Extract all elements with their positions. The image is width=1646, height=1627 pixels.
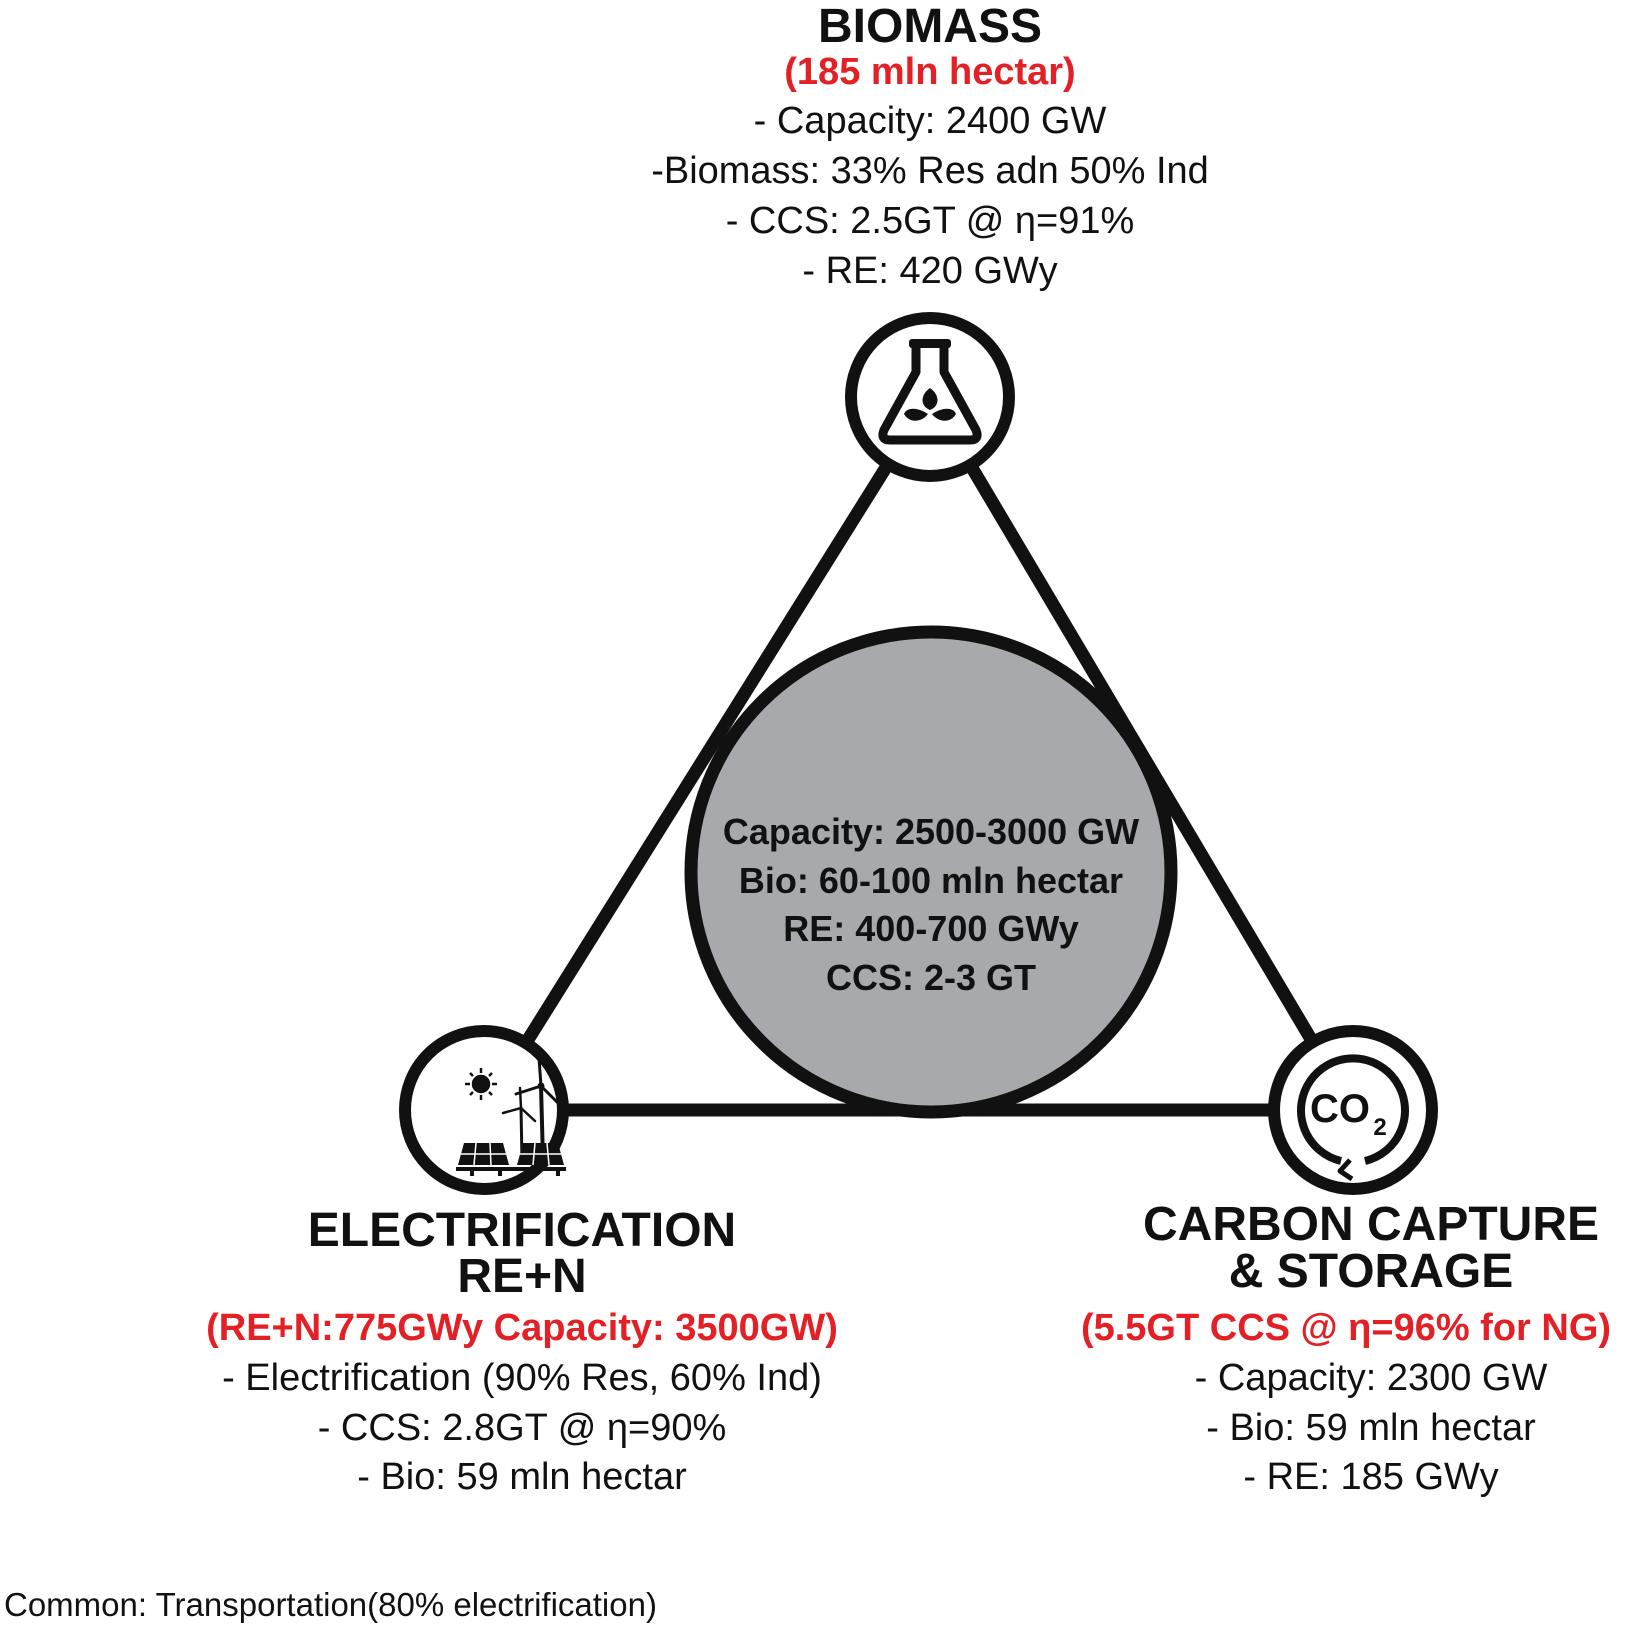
center-line-4: CCS: 2-3 GT — [825, 957, 1037, 998]
biomass-highlight: (185 mln hectar) — [784, 51, 1076, 93]
electrification-node — [399, 1025, 569, 1195]
flask-leaf-icon — [878, 339, 982, 445]
ccs-node: CO 2 — [1268, 1025, 1438, 1195]
electrification-title-2: RE+N — [457, 1250, 587, 1303]
electrification-line-1: - Electrification (90% Res, 60% Ind) — [222, 1357, 822, 1399]
biomass-line-3: - CCS: 2.5GT @ η=91% — [725, 200, 1135, 242]
biomass-node — [845, 312, 1015, 482]
sun-icon — [465, 1068, 497, 1100]
center-line-2: Bio: 60-100 mln hectar — [738, 860, 1124, 901]
ccs-title-1: CARBON CAPTURE — [1143, 1198, 1599, 1251]
electrification-highlight: (RE+N:775GWy Capacity: 3500GW) — [206, 1307, 838, 1349]
ccs-title-2: & STORAGE — [1228, 1245, 1514, 1298]
co2-subscript: 2 — [1373, 1114, 1386, 1141]
solar-panel-icon — [456, 1142, 566, 1176]
ccs-line-1: - Capacity: 2300 GW — [1194, 1357, 1548, 1399]
ccs-line-3: - RE: 185 GWy — [1243, 1456, 1499, 1498]
biomass-line-1: - Capacity: 2400 GW — [753, 100, 1107, 142]
center-line-3: RE: 400-700 GWy — [783, 908, 1079, 949]
biomass-title: BIOMASS — [817, 0, 1042, 53]
center-circle — [684, 625, 1178, 1119]
biomass-line-4: - RE: 420 GWy — [802, 250, 1058, 292]
footer-note: Common: Transportation(80% electrificati… — [4, 1586, 657, 1623]
electrification-title-1: ELECTRIFICATION — [307, 1204, 737, 1257]
ccs-highlight: (5.5GT CCS @ η=96% for NG) — [1080, 1307, 1612, 1349]
co2-label: CO — [1310, 1087, 1370, 1131]
electrification-line-2: - CCS: 2.8GT @ η=90% — [317, 1407, 727, 1449]
edge-biomass-electrification — [477, 390, 937, 1117]
solar-wind-icon — [456, 1056, 566, 1176]
electrification-line-3: - Bio: 59 mln hectar — [357, 1456, 687, 1498]
co2-cycle-icon: CO 2 — [1297, 1054, 1409, 1182]
ccs-line-2: - Bio: 59 mln hectar — [1206, 1407, 1536, 1449]
center-line-1: Capacity: 2500-3000 GW — [722, 811, 1140, 852]
biomass-line-2: -Biomass: 33% Res adn 50% Ind — [651, 150, 1209, 192]
